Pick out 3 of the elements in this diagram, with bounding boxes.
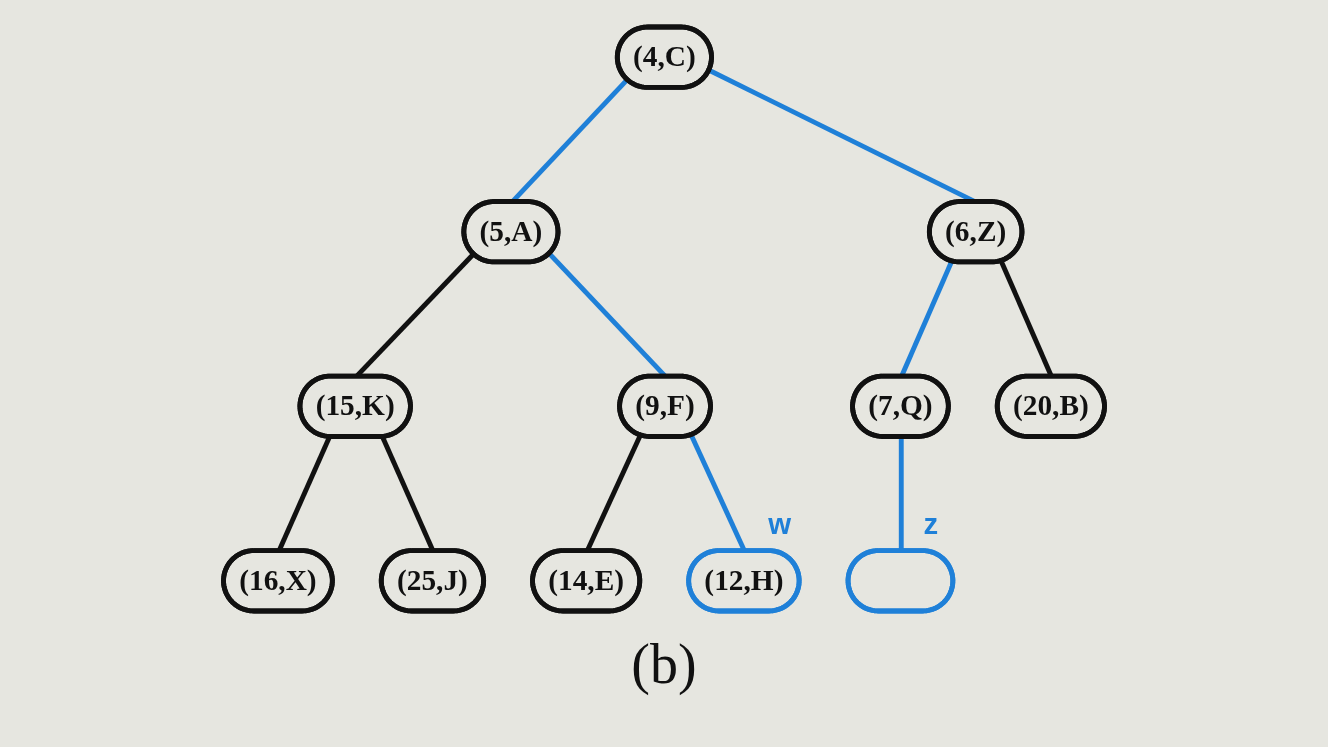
node-tag: z	[923, 507, 939, 541]
caption: (b)	[631, 632, 697, 696]
node-tag: w	[768, 507, 792, 541]
